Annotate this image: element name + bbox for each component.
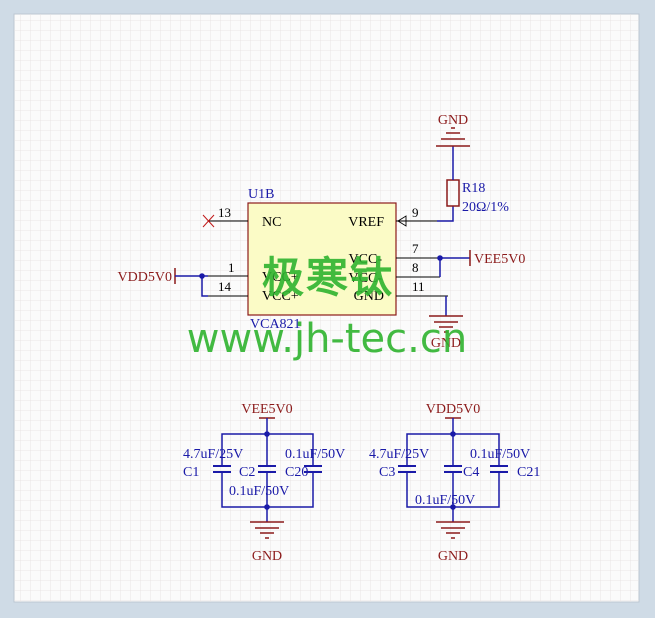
- pin-8-number: 8: [412, 260, 419, 275]
- gnd-label-pin11: GND: [431, 336, 461, 351]
- capacitor-c4: [444, 465, 462, 473]
- junction-dot: [264, 504, 270, 510]
- pin-14-number: 14: [218, 279, 232, 294]
- junction-dot: [199, 273, 205, 279]
- pin-14-name: VCC+: [262, 289, 299, 304]
- rail-label-vdd: VDD5V0: [426, 402, 480, 417]
- c21-refdes: C21: [517, 465, 540, 480]
- c1-value: 4.7uF/25V: [183, 447, 243, 462]
- c20-value: 0.1uF/50V: [285, 447, 345, 462]
- watermark: 极寒钛 www.jh-tec.cn: [187, 253, 467, 362]
- r18-value: 20Ω/1%: [462, 200, 509, 215]
- pin-1-name: VCC+: [262, 270, 299, 285]
- c4-refdes: C4: [463, 465, 479, 480]
- cap-bank-right[interactable]: VDD5V0 4.7uF/25V C3 C4 0.1uF/50V 0.1uF/5…: [369, 402, 540, 564]
- ic-u1b[interactable]: U1B VCA821 13 NC 1 VCC+ 14 VCC+ 9 VREF 7…: [202, 187, 448, 332]
- ic-partname: VCA821: [250, 317, 301, 332]
- pin-11-name: GND: [354, 289, 384, 304]
- c3-refdes: C3: [379, 465, 395, 480]
- gnd-label-top: GND: [438, 113, 468, 128]
- c4-value: 0.1uF/50V: [415, 493, 475, 508]
- vref-network[interactable]: R18 20Ω/1% GND: [436, 113, 509, 222]
- ground-icon: [250, 521, 284, 539]
- gnd-label-left: GND: [252, 549, 282, 564]
- junction-dot: [450, 504, 456, 510]
- pin-13-name: NC: [262, 215, 281, 230]
- junction-dot: [450, 431, 456, 437]
- capacitor-c3: [398, 465, 416, 473]
- no-connect-icon: [202, 214, 215, 228]
- junction-dot: [437, 255, 443, 261]
- vee-port-label: VEE5V0: [474, 252, 525, 267]
- c21-value: 0.1uF/50V: [470, 447, 530, 462]
- pin11-ground[interactable]: GND: [429, 296, 463, 351]
- capacitor-c2: [258, 465, 276, 473]
- ic-body: [247, 202, 397, 316]
- junction-dot: [264, 431, 270, 437]
- pin-9-number: 9: [412, 205, 419, 220]
- ground-icon: [436, 521, 470, 539]
- capacitor-c20: [304, 465, 322, 473]
- c2-value: 0.1uF/50V: [229, 484, 289, 499]
- vcc-bridge-wire: [201, 276, 208, 297]
- gnd-label-right: GND: [438, 549, 468, 564]
- watermark-url: www.jh-tec.cn: [187, 316, 467, 362]
- ic-refdes: U1B: [248, 187, 274, 202]
- c2-refdes: C2: [239, 465, 255, 480]
- capacitor-c1: [213, 465, 231, 473]
- c1-refdes: C1: [183, 465, 199, 480]
- vref-wire: [437, 206, 454, 222]
- vdd-port-label: VDD5V0: [118, 270, 172, 285]
- ground-icon: [429, 315, 463, 333]
- pin-13-number: 13: [218, 205, 231, 220]
- ground-icon: [436, 127, 470, 147]
- c3-value: 4.7uF/25V: [369, 447, 429, 462]
- cap-bank-left[interactable]: VEE5V0 4.7uF/25V C1 C2 0.1uF/50V 0.1uF/5…: [183, 402, 345, 564]
- watermark-cn: 极寒钛: [262, 253, 394, 302]
- vee-port[interactable]: VEE5V0: [437, 250, 525, 277]
- pin-8-name: VCC-: [349, 271, 383, 286]
- input-arrow-icon: [397, 215, 407, 227]
- vdd-port[interactable]: VDD5V0: [118, 268, 208, 297]
- pin-7-number: 7: [412, 241, 419, 256]
- r18-refdes: R18: [462, 181, 485, 196]
- pin-9-name: VREF: [348, 215, 384, 230]
- rail-label-vee: VEE5V0: [241, 402, 292, 417]
- pin-11-number: 11: [412, 279, 425, 294]
- pin-1-number: 1: [228, 260, 235, 275]
- capacitor-c21: [490, 465, 508, 473]
- c20-refdes: C20: [285, 465, 308, 480]
- pin-7-name: VCC-: [349, 252, 383, 267]
